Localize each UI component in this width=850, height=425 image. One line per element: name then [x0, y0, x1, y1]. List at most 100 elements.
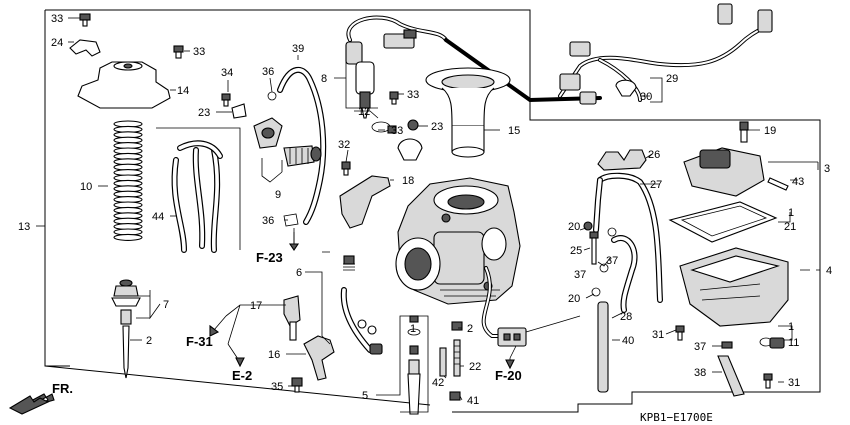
callout-33: 33	[193, 46, 205, 58]
callout-25: 25	[570, 245, 582, 257]
callout-numbers: 33 24 33 14 10 13 44 7 2 34 23 36 9 39 3…	[18, 13, 832, 407]
ref-f20: F-20	[495, 368, 522, 383]
callout-1: 1	[788, 207, 794, 219]
drain-screw-11	[759, 337, 785, 349]
pump-cover-3	[683, 147, 765, 197]
clip-37	[599, 227, 617, 273]
callout-44: 44	[152, 211, 164, 223]
callout-33: 33	[391, 125, 403, 137]
drain-25	[589, 231, 599, 265]
gasket-21	[668, 201, 778, 243]
callout-12: 12	[358, 106, 370, 118]
callout-33: 33	[407, 89, 419, 101]
needle-holder-7	[111, 279, 141, 325]
screw-31-bottom	[763, 373, 773, 389]
hose-27	[593, 172, 663, 303]
callout-37: 37	[694, 341, 706, 353]
wire-8	[346, 15, 602, 103]
wire-harness-29	[558, 3, 773, 105]
screw-32	[341, 161, 351, 176]
callout-2: 2	[467, 323, 473, 335]
diagram-code: KPB1−E1700E	[640, 411, 713, 424]
callout-11: 11	[788, 337, 799, 349]
callout-13: 13	[18, 221, 30, 233]
jet-set-5	[407, 315, 421, 415]
o-ring-12	[371, 121, 391, 133]
sensor-connector	[497, 327, 527, 347]
callout-34: 34	[221, 67, 233, 79]
callout-41: 41	[467, 395, 479, 407]
callout-20: 20	[568, 221, 580, 233]
clamp-26	[597, 149, 647, 171]
callout-40: 40	[622, 335, 634, 347]
assembly-border	[44, 9, 821, 413]
air-funnel-15	[425, 67, 511, 158]
clip-37-lower	[721, 341, 733, 349]
pin-43	[767, 177, 789, 191]
callout-15: 15	[508, 125, 520, 137]
valve-9	[253, 117, 322, 167]
callout-1: 1	[410, 323, 416, 335]
callout-3: 3	[824, 163, 830, 175]
fitting-23-right	[407, 119, 419, 131]
hose-38	[717, 355, 745, 397]
callout-39: 39	[292, 43, 304, 55]
callout-31: 31	[788, 377, 800, 389]
pilot-screw-6	[340, 255, 383, 355]
callout-23: 23	[431, 121, 443, 133]
ref-f23: F-23	[256, 250, 283, 265]
clip-20-bottom	[591, 287, 601, 297]
fitting-34	[221, 93, 231, 107]
throttle-sensor-wire	[481, 266, 502, 338]
callout-4: 4	[826, 265, 832, 277]
front-label: FR.	[52, 381, 73, 396]
main-jet-22	[451, 321, 463, 377]
bolt-33-top-left	[79, 13, 91, 27]
plug-41	[449, 391, 461, 401]
callout-24: 24	[51, 37, 63, 49]
callout-20: 20	[568, 293, 580, 305]
callout-30: 30	[640, 91, 652, 103]
callout-38: 38	[694, 367, 706, 379]
callout-26: 26	[648, 149, 660, 161]
callout-5: 5	[362, 390, 368, 402]
callout-1: 1	[788, 321, 794, 333]
callout-28: 28	[620, 311, 632, 323]
callout-31: 31	[652, 329, 664, 341]
spring-10	[113, 120, 143, 241]
screw-35	[291, 377, 303, 393]
callout-19: 19	[764, 125, 776, 137]
leader-lines	[36, 17, 820, 413]
bracket-18	[339, 175, 391, 229]
callout-18: 18	[402, 175, 414, 187]
callout-43: 43	[792, 176, 804, 188]
callout-6: 6	[296, 267, 302, 279]
callout-16: 16	[268, 349, 280, 361]
carburetor-body	[395, 177, 521, 305]
clip-36-top	[267, 91, 277, 101]
ref-e2: E-2	[232, 368, 252, 383]
callout-2: 2	[146, 335, 152, 347]
connector-8	[383, 29, 417, 49]
callout-14: 14	[177, 85, 189, 97]
hose-39	[277, 67, 327, 225]
arm-16	[303, 335, 335, 381]
bracket-24	[69, 39, 101, 57]
callout-23: 23	[198, 107, 210, 119]
callout-36: 36	[262, 66, 274, 78]
callout-42: 42	[432, 377, 444, 389]
callout-37: 37	[606, 255, 618, 267]
top-cover-14	[77, 61, 171, 109]
clip-36-bottom	[283, 213, 299, 227]
callout-27: 27	[650, 179, 662, 191]
callout-8: 8	[321, 73, 327, 85]
clamp-bracket	[397, 138, 423, 161]
callout-32: 32	[338, 139, 350, 151]
callout-36: 36	[262, 215, 274, 227]
callout-17: 17	[250, 300, 262, 312]
ref-arrows	[209, 232, 515, 370]
spring-coil	[113, 233, 143, 241]
front-arrow-icon	[8, 393, 55, 415]
screw-33-cover	[173, 45, 184, 59]
